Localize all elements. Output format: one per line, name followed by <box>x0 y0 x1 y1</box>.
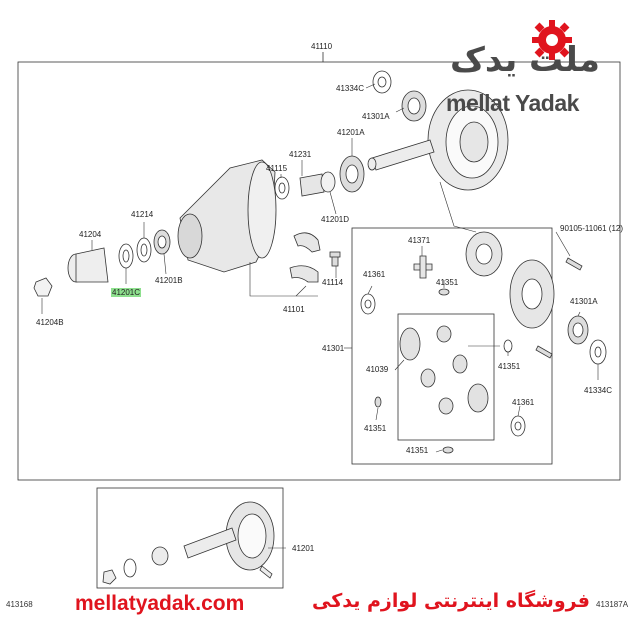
label-41334c-right: 41334C <box>584 386 613 395</box>
label-41214: 41214 <box>131 210 154 219</box>
washer-41214 <box>136 237 152 263</box>
label-41301: 41301 <box>322 344 345 353</box>
label-41301a-top: 41301A <box>362 112 390 121</box>
label-41351-c: 41351 <box>364 424 387 433</box>
carrier-housing <box>177 159 277 273</box>
label-41361-b: 41361 <box>512 398 535 407</box>
bearing-41201a <box>339 155 365 193</box>
nut-41204b <box>33 277 53 297</box>
label-41351-b: 41351 <box>498 362 521 371</box>
footer-website-url[interactable]: mellatyadak.com <box>75 592 245 615</box>
label-41334c-top: 41334C <box>336 84 365 93</box>
label-41231: 41231 <box>289 150 312 159</box>
leader-lines <box>41 83 599 453</box>
label-41201b: 41201B <box>155 276 183 285</box>
brand-logo-persian: ملت یدک <box>450 40 600 80</box>
footer-tagline: فروشگاه اینترنتی لوازم یدکی <box>312 590 590 612</box>
washer-41351-a <box>438 288 450 296</box>
differential-frame <box>351 227 553 465</box>
brand-logo-english: mellat Yadak <box>446 90 579 116</box>
label-41351-d: 41351 <box>406 446 429 455</box>
sub-assembly-frame <box>96 487 284 589</box>
label-90105: 90105-11061 (12) <box>560 224 624 233</box>
ring-gear <box>427 89 509 191</box>
label-41114: 41114 <box>322 278 344 287</box>
label-41115: 41115 <box>266 164 288 173</box>
label-41371: 41371 <box>408 236 431 245</box>
washer-41361-b <box>510 415 526 437</box>
bolt-90105 <box>535 257 583 359</box>
label-41204b: 41204B <box>36 318 64 327</box>
label-41101: 41101 <box>283 305 305 314</box>
gear-logo-icon <box>532 20 572 60</box>
corner-code-right: 413187A <box>596 600 629 609</box>
flange-41204 <box>67 247 109 283</box>
label-41201c: 41201C <box>111 288 142 298</box>
spacer-41231 <box>299 171 336 197</box>
label-41039: 41039 <box>366 365 389 374</box>
bearing-41201b <box>153 229 171 255</box>
label-41201a: 41201A <box>337 128 365 137</box>
label-41110: 41110 <box>311 42 333 51</box>
label-41201-bottom: 41201 <box>292 544 315 553</box>
label-41204: 41204 <box>79 230 102 239</box>
differential-case <box>465 231 555 329</box>
washer-41351-d <box>442 446 454 454</box>
washer-41115 <box>274 176 290 200</box>
bearing-41301a-right <box>567 315 589 345</box>
washer-41351-c <box>374 396 382 408</box>
differential-gears-41039 <box>399 325 489 415</box>
label-41201d: 41201D <box>321 215 350 224</box>
label-41301a-right: 41301A <box>570 297 598 306</box>
bearing-cap-41101 <box>289 232 321 283</box>
washer-41351-b <box>503 339 513 353</box>
seal-41201c <box>118 243 134 269</box>
sub-assembly-ring-gear <box>102 501 286 585</box>
label-41351-a: 41351 <box>436 278 459 287</box>
bearing-41334c-right <box>589 339 607 365</box>
assembly-frame <box>17 61 621 481</box>
corner-code-left: 413168 <box>6 600 33 609</box>
washer-41361-a <box>360 293 376 315</box>
pinion-shaft <box>367 139 435 171</box>
pinion-shaft-41371 <box>413 255 433 279</box>
bearing-41301a-top <box>401 90 427 122</box>
bearing-41334c-top <box>372 70 392 94</box>
label-41201c-text: 41201C <box>111 288 142 297</box>
bolt-41114 <box>329 251 341 267</box>
gear-set-frame <box>397 313 495 441</box>
label-41361-a: 41361 <box>363 270 386 279</box>
